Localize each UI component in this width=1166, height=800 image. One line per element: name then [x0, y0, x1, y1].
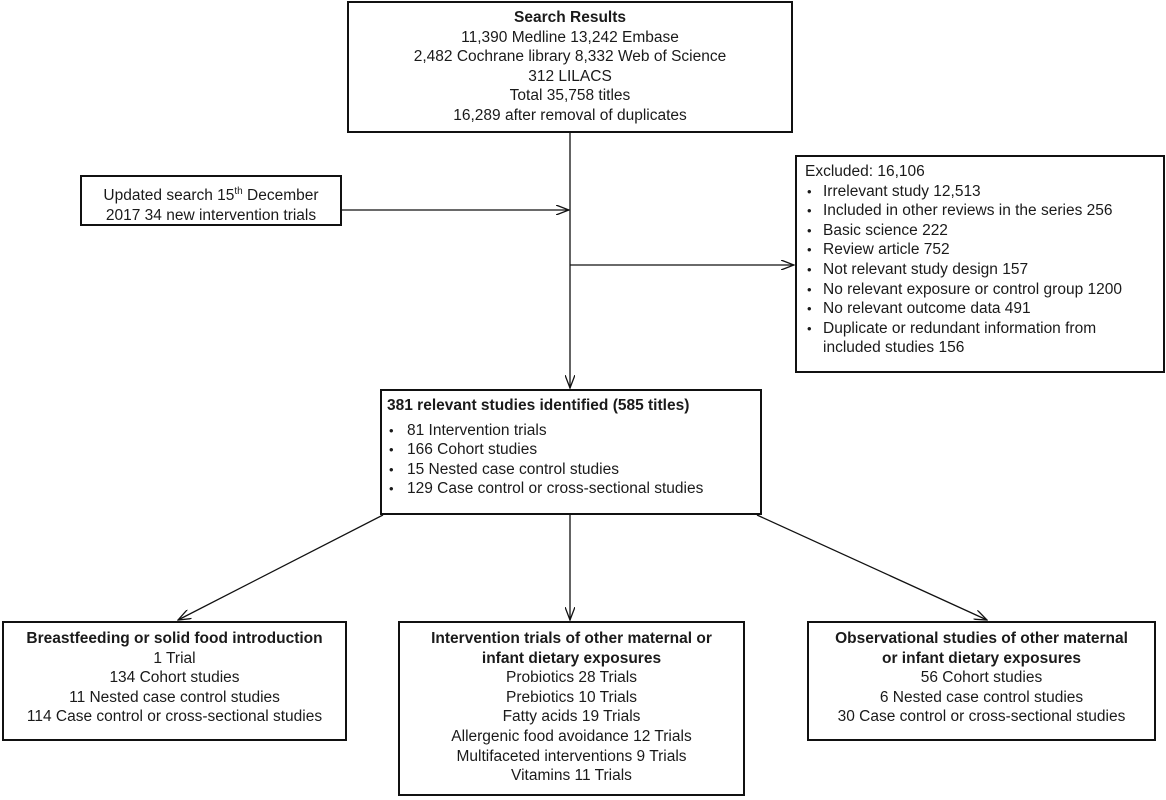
intervention-line: Fatty acids 19 Trials: [502, 708, 641, 726]
search-line: 312 LILACS: [528, 67, 612, 85]
updated-search-line1: Updated search 15th December: [103, 186, 319, 205]
arrow-relevant-to-breastfeeding: [178, 514, 384, 620]
list-item: Not relevant study design 157: [805, 260, 1163, 280]
intervention-line: Probiotics 28 Trials: [506, 669, 637, 687]
list-item: 81 Intervention trials: [387, 421, 760, 441]
list-item: No relevant exposure or control group 12…: [805, 280, 1163, 300]
list-item: Duplicate or redundant information from …: [805, 319, 1163, 358]
search-line: 16,289 after removal of duplicates: [453, 106, 687, 124]
excluded-title: Excluded: 16,106: [805, 163, 925, 180]
intervention-line: Allergenic food avoidance 12 Trials: [451, 727, 692, 745]
relevant-studies-title: 381 relevant studies identified (585 tit…: [387, 397, 690, 414]
list-item: Basic science 222: [805, 221, 1163, 241]
intervention-line: Prebiotics 10 Trials: [506, 688, 637, 706]
breastfeeding-title: Breastfeeding or solid food introduction: [26, 630, 323, 647]
observational-line: 56 Cohort studies: [920, 669, 1043, 687]
intervention-trials-title: Intervention trials of other maternal or: [431, 630, 712, 647]
list-item: 166 Cohort studies: [387, 440, 760, 460]
arrow-relevant-to-observational: [756, 514, 987, 620]
updated-search-box: Updated search 15th December 2017 34 new…: [80, 175, 342, 226]
intervention-line: Vitamins 11 Trials: [511, 767, 632, 785]
search-line: 2,482 Cochrane library 8,332 Web of Scie…: [413, 48, 727, 66]
updated-search-line2: 2017 34 new intervention trials: [105, 206, 317, 224]
observational-line: 6 Nested case control studies: [879, 688, 1084, 706]
intervention-trials-title: infant dietary exposures: [481, 649, 662, 667]
relevant-studies-list: 81 Intervention trials 166 Cohort studie…: [387, 421, 760, 499]
excluded-box: Excluded: 16,106 Irrelevant study 12,513…: [795, 155, 1165, 373]
relevant-studies-box: 381 relevant studies identified (585 tit…: [380, 389, 762, 515]
list-item: Included in other reviews in the series …: [805, 201, 1163, 221]
observational-line: 30 Case control or cross-sectional studi…: [837, 708, 1126, 726]
search-line: Total 35,758 titles: [509, 87, 631, 105]
list-item: No relevant outcome data 491: [805, 299, 1163, 319]
list-item: Irrelevant study 12,513: [805, 182, 1163, 202]
search-results-box: Search Results 11,390 Medline 13,242 Emb…: [347, 1, 793, 133]
excluded-list: Irrelevant study 12,513 Included in othe…: [805, 182, 1163, 358]
observational-studies-title: Observational studies of other maternal: [835, 630, 1128, 647]
list-item: 15 Nested case control studies: [387, 460, 760, 480]
breastfeeding-line: 1 Trial: [153, 649, 196, 667]
breastfeeding-line: 11 Nested case control studies: [69, 688, 280, 706]
breastfeeding-line: 134 Cohort studies: [109, 669, 240, 687]
list-item: Review article 752: [805, 240, 1163, 260]
breastfeeding-box: Breastfeeding or solid food introduction…: [2, 621, 347, 741]
breastfeeding-line: 114 Case control or cross-sectional stud…: [26, 708, 323, 726]
observational-studies-box: Observational studies of other maternal …: [807, 621, 1156, 741]
list-item: 129 Case control or cross-sectional stud…: [387, 479, 760, 499]
search-line: 11,390 Medline 13,242 Embase: [461, 28, 679, 46]
search-results-title: Search Results: [514, 9, 626, 26]
intervention-line: Multifaceted interventions 9 Trials: [456, 747, 687, 765]
intervention-trials-box: Intervention trials of other maternal or…: [398, 621, 745, 796]
observational-studies-title: or infant dietary exposures: [882, 649, 1081, 667]
